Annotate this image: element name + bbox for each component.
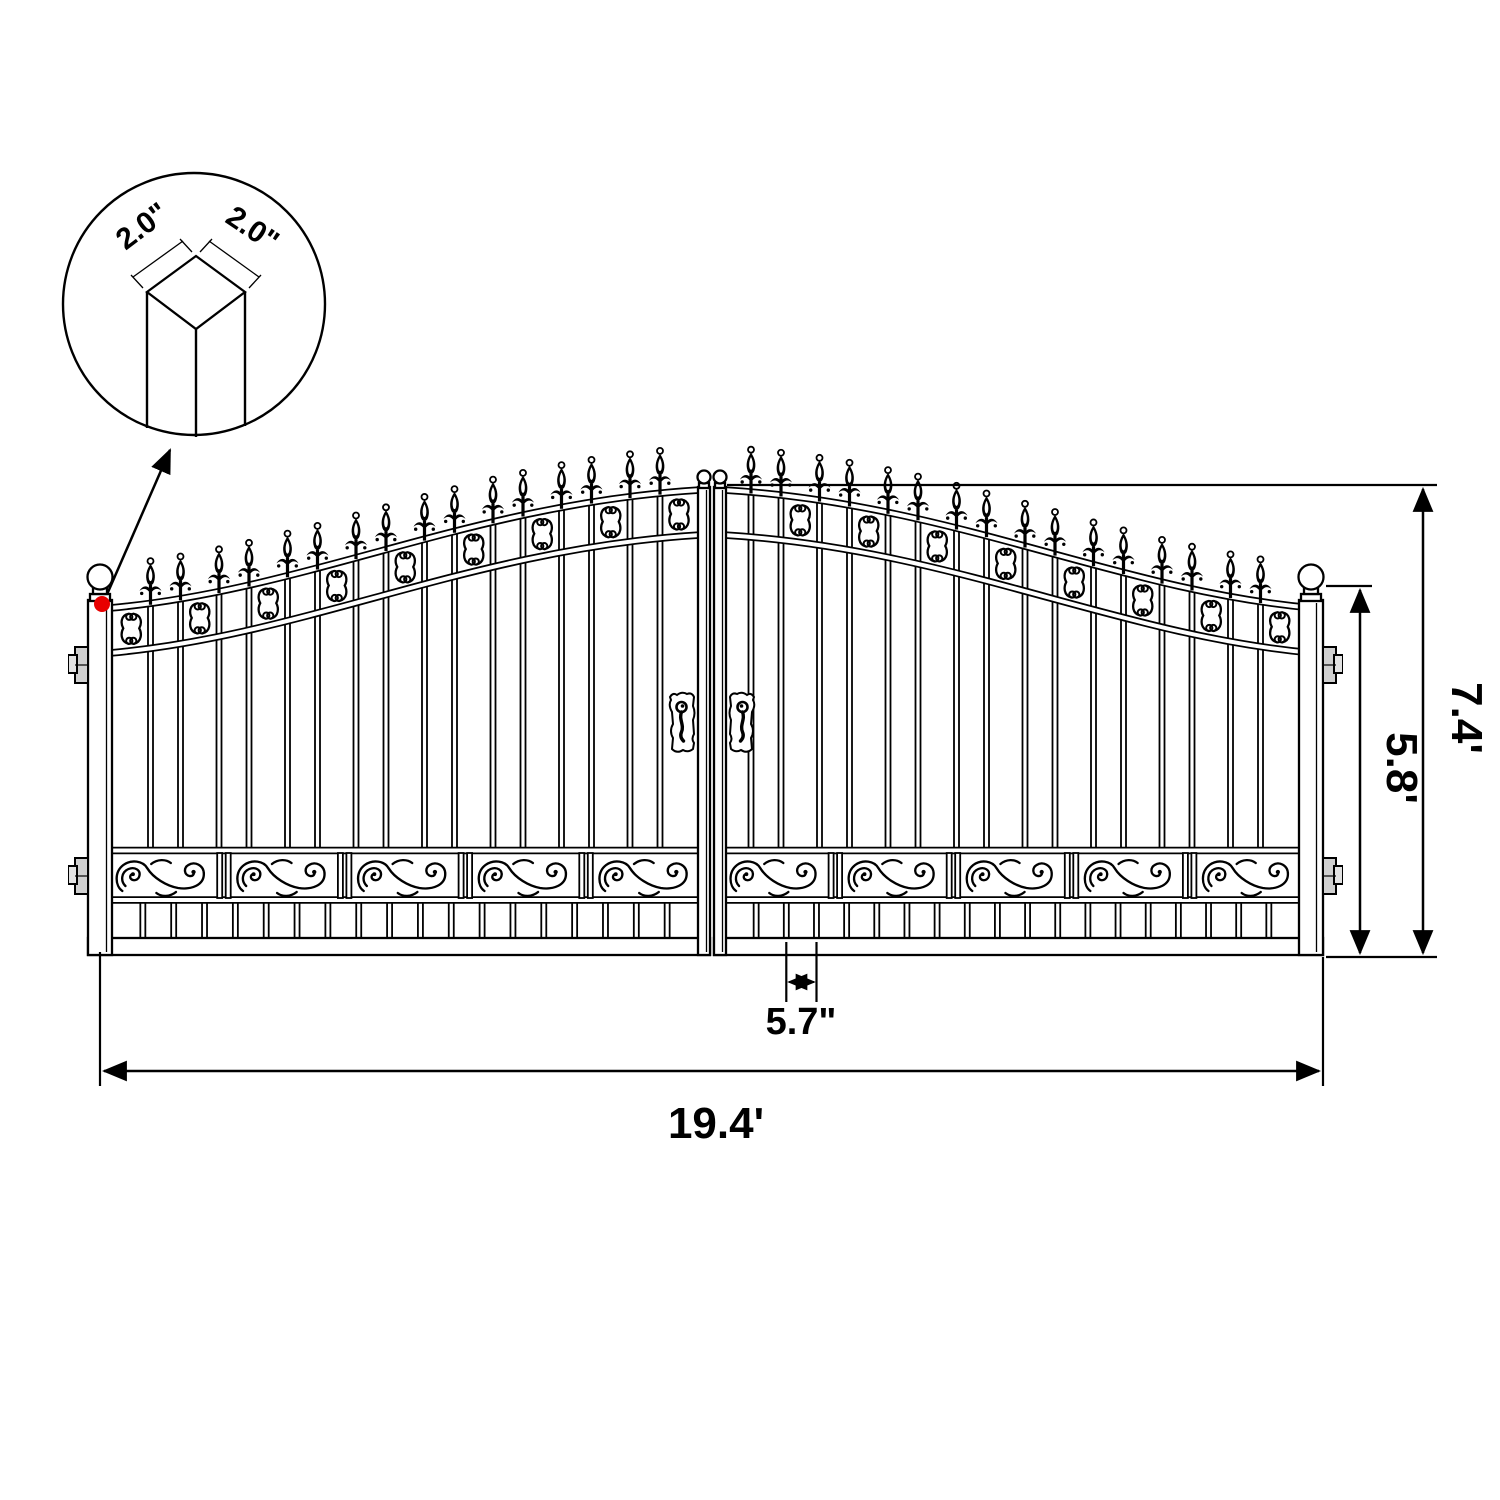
total-width-dimension: 19.4' xyxy=(101,1060,1322,1148)
leaf-height-dimension: 5.8' xyxy=(1349,587,1426,956)
post-isometric-drawing xyxy=(145,254,247,437)
right-bottom-hinge xyxy=(1323,857,1343,895)
left-leaf-handle xyxy=(668,691,697,754)
right-stile-ball xyxy=(712,469,728,485)
left-post xyxy=(86,563,114,957)
left-stile-ball xyxy=(696,469,712,485)
gate-leaf-right xyxy=(723,445,1314,941)
right-post xyxy=(1297,563,1325,957)
left-post-ball-finial xyxy=(86,563,114,591)
left-top-hinge xyxy=(68,646,88,684)
total-width-label: 19.4' xyxy=(668,1099,764,1148)
right-top-hinge xyxy=(1323,646,1343,684)
center-stiles xyxy=(696,469,728,957)
post-dimension-ticks xyxy=(130,238,262,289)
post-width-label: 2.0" xyxy=(110,196,175,256)
picket-spacing-dimension: 5.7" xyxy=(766,973,837,1043)
overall-height-label: 7.4' xyxy=(1442,682,1491,754)
callout-leader-arrow xyxy=(103,448,172,600)
attachment-point-marker xyxy=(94,596,110,612)
picket-spacing-label: 5.7" xyxy=(766,1001,837,1043)
callout-circle xyxy=(61,171,327,437)
dimension-annotations: 19.4' 7.4' 5.8' 5.7" xyxy=(98,483,1491,1148)
post-depth-label: 2.0" xyxy=(220,200,285,259)
handles xyxy=(668,691,756,754)
right-post-ball-finial xyxy=(1297,563,1325,591)
gate-leaf-left xyxy=(109,446,701,941)
gate-illustration xyxy=(68,445,1343,957)
left-bottom-hinge xyxy=(68,857,88,895)
right-leaf-handle xyxy=(727,691,756,754)
leaf-height-label: 5.8' xyxy=(1377,732,1426,804)
overall-height-dimension: 7.4' xyxy=(1412,486,1491,956)
